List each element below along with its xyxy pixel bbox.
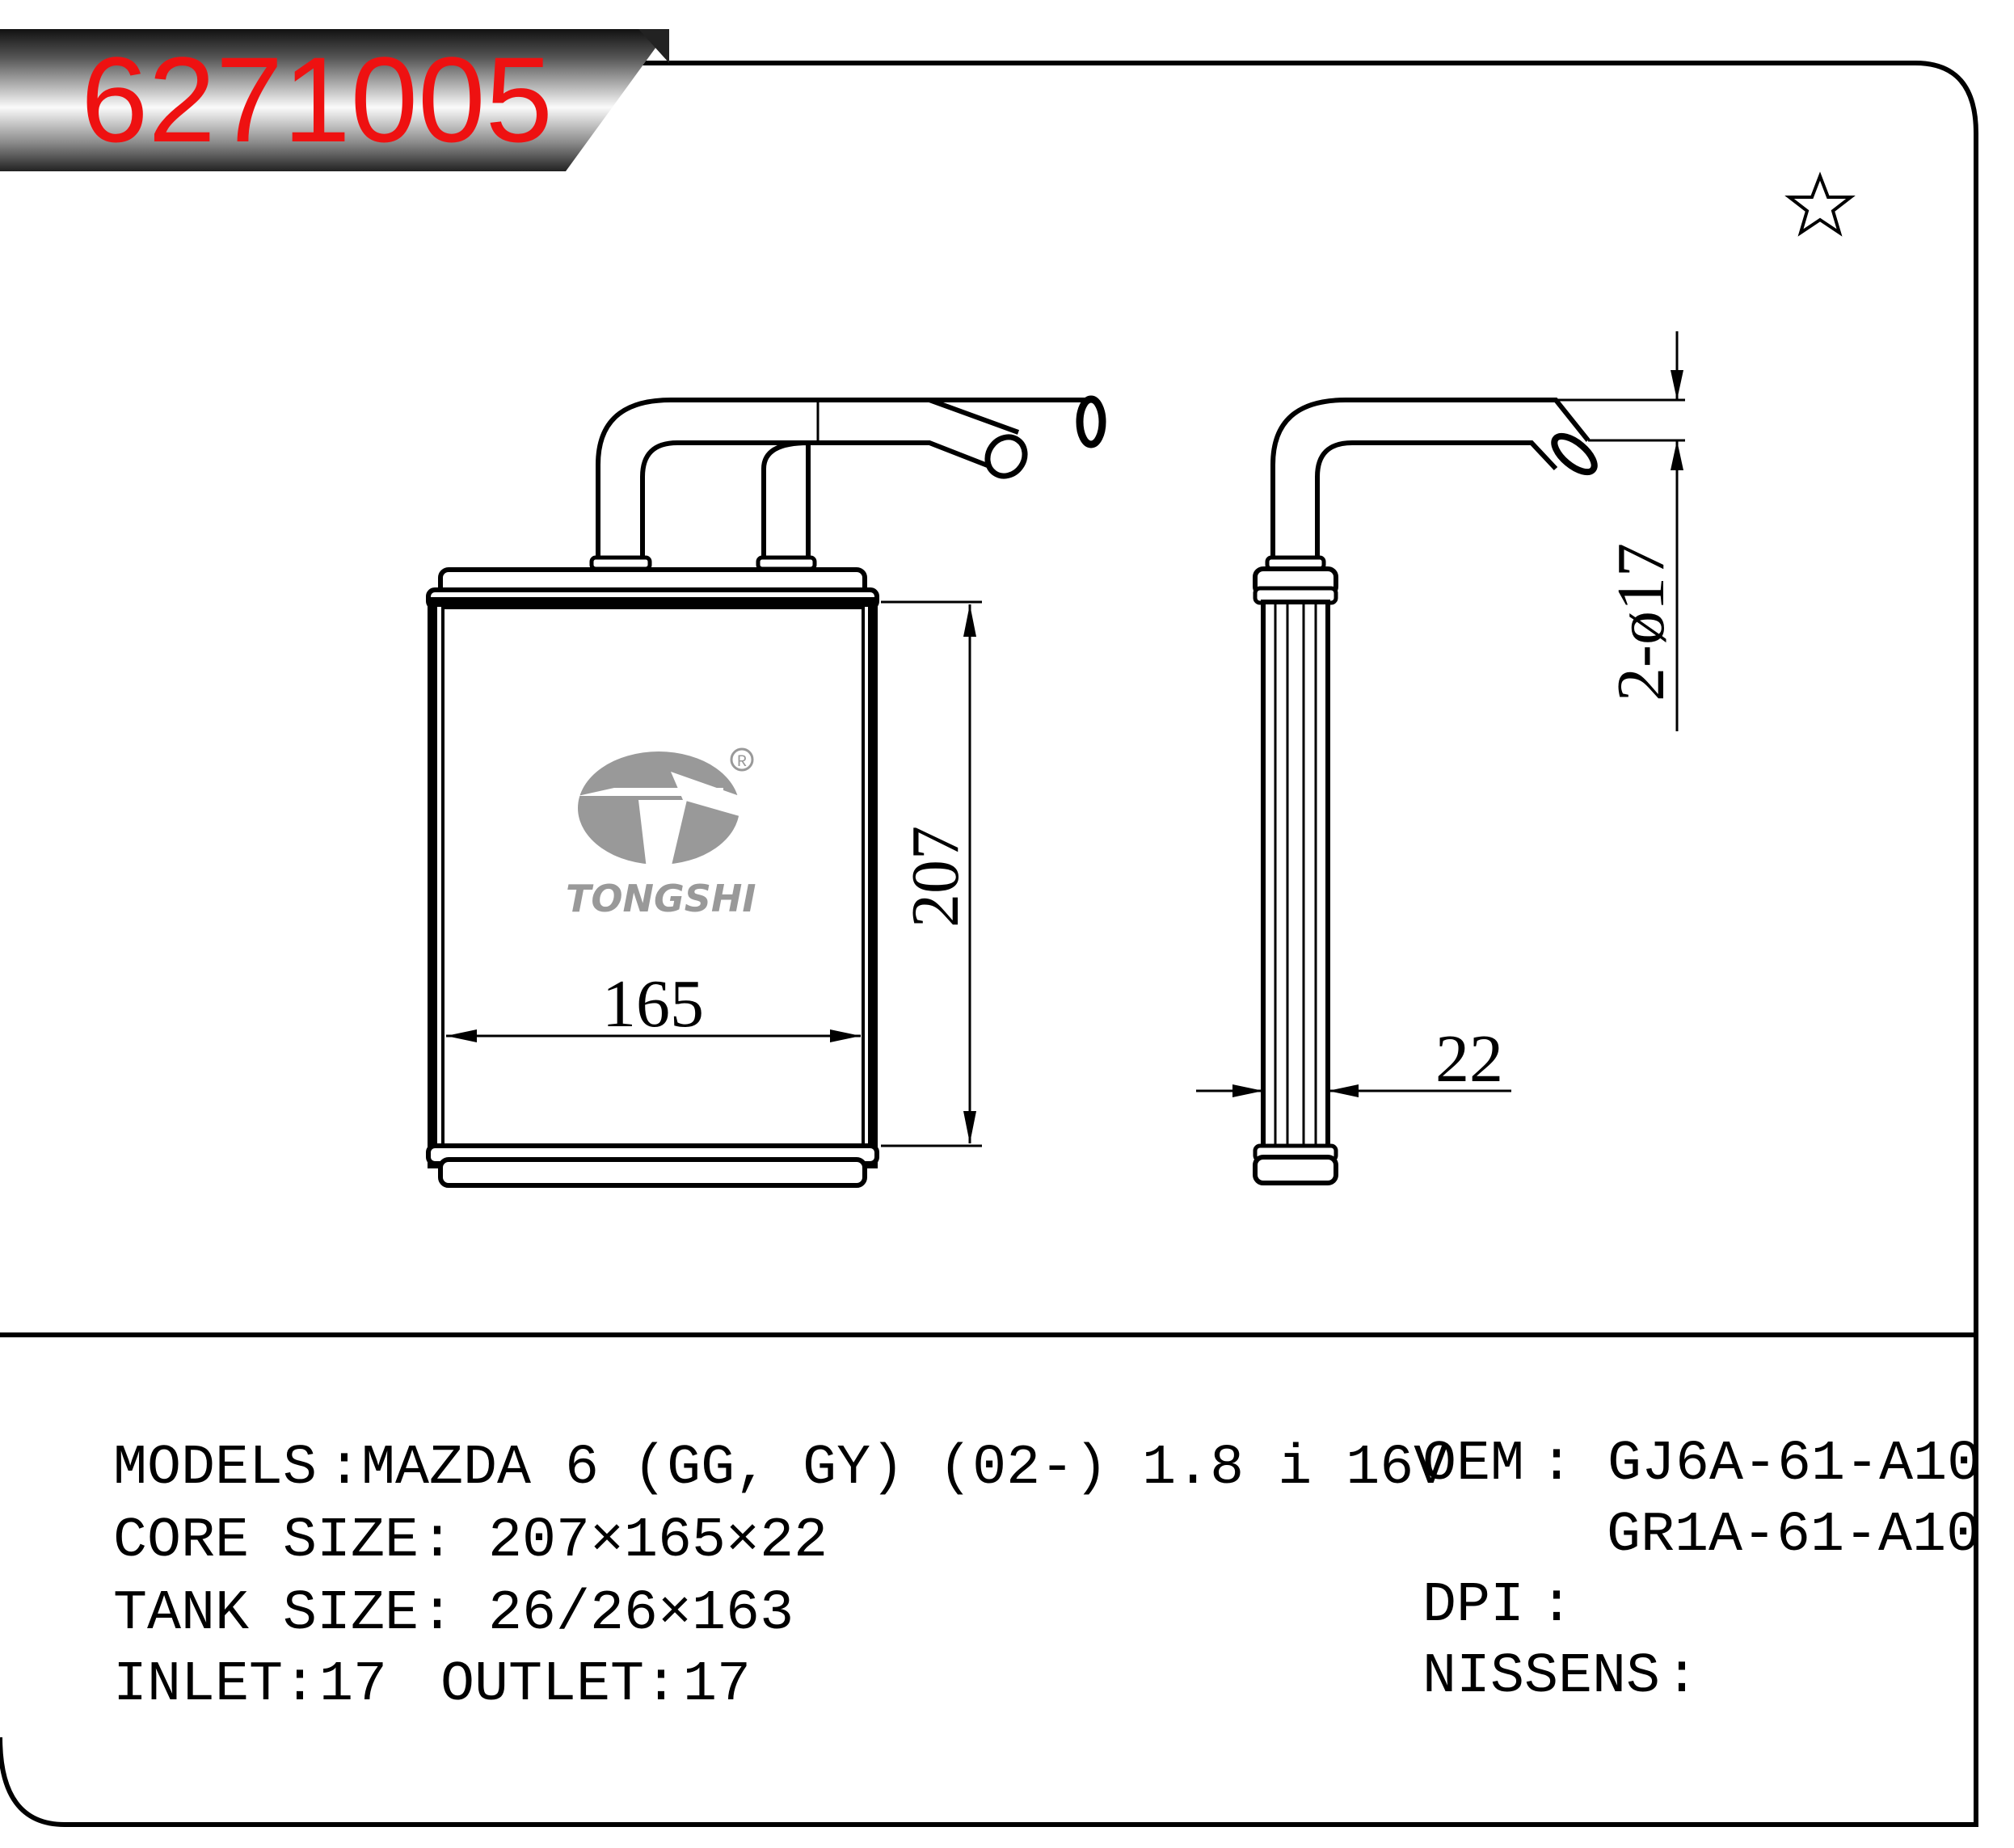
thickness-value: 22 [1435,1021,1503,1097]
dpi-label: DPI [1422,1574,1524,1638]
dpi-value: : [1540,1574,1574,1638]
nissens-value: : [1665,1645,1699,1709]
outer-frame [0,61,1978,1827]
pipe-branch [928,398,1095,435]
outlet-pipe-end [1076,395,1106,448]
bottom-tank [438,1157,867,1188]
inlet-pipe [761,440,811,566]
pipe-diameter-value: 2-ø17 [1603,543,1679,701]
front-view: R TONGSHI 165 207 [426,395,1106,1188]
part-number: 6271005 [81,32,553,167]
star-icon [1784,171,1856,237]
core-size-label: CORE SIZE [113,1509,419,1573]
side-core [1261,600,1330,1154]
pipe-collar [589,555,652,571]
core-size-value: : 207×165×22 [420,1509,828,1573]
models-label: MODELS [113,1437,317,1501]
outlet-label: OUTLET: [440,1653,678,1717]
side-pipe-end [1551,432,1598,476]
models-value: :MAZDA 6 (GG, GY) (02-) 1.8 i 16V [327,1437,1447,1501]
inlet-value: 17 [319,1653,387,1717]
nissens-label: NISSENS [1422,1645,1660,1709]
oem-label: OEM [1422,1433,1524,1497]
tongshi-logo-icon: R TONGSHI [566,747,756,920]
width-value: 165 [602,966,704,1042]
width-dimension: 165 [446,966,861,1042]
side-bottom-tank [1253,1155,1338,1185]
registered-mark: R [737,753,747,772]
outlet-value: 17 [683,1653,751,1717]
tank-size-value: : 26/26×163 [420,1582,794,1646]
brand-name: TONGSHI [566,877,756,920]
thickness-dimension: 22 [1196,1021,1511,1097]
tank-size-label: TANK SIZE [113,1582,419,1646]
side-view: 22 2-ø17 [1196,331,1685,1185]
part-number-banner: 6271005 [0,29,669,171]
height-dimension: 207 [881,600,982,1147]
inlet-pipe-end [984,434,1028,479]
heater-core [428,597,878,1168]
outlet-pipe [596,398,1014,566]
spec-table: MODELS :MAZDA 6 (GG, GY) (02-) 1.8 i 16V… [113,1433,1981,1717]
height-value: 207 [898,826,973,928]
side-pipe [1270,398,1591,566]
inlet-label: INLET: [113,1653,317,1717]
pipe-collar [756,555,817,571]
oem-value-1: : GJ6A-61-A10 [1540,1433,1981,1497]
oem-value-2: GR1A-61-A10 [1607,1504,1980,1568]
pipe-diameter-dimension: 2-ø17 [1556,331,1685,731]
